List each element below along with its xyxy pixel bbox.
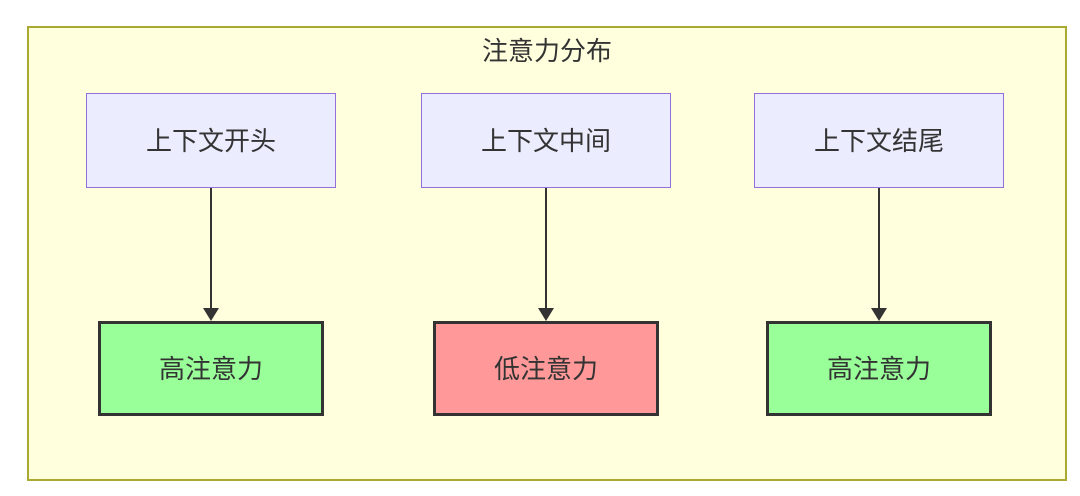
down-arrow-icon: [538, 188, 554, 321]
arrow-head: [871, 308, 887, 321]
node-context-start: 上下文开头: [86, 93, 336, 188]
arrow-head: [538, 308, 554, 321]
node-attention-result-3-label: 高注意力: [826, 353, 931, 384]
node-context-middle: 上下文中间: [421, 93, 671, 188]
arrow-line: [545, 188, 547, 308]
node-attention-result-2-label: 低注意力: [493, 353, 598, 384]
down-arrow-icon: [203, 188, 219, 321]
node-context-end-label: 上下文结尾: [813, 125, 944, 156]
node-attention-result-1-label: 高注意力: [158, 353, 263, 384]
attention-distribution-group: 注意力分布 上下文开头 高注意力 上下文中间 低注意力: [27, 26, 1067, 481]
diagram-title: 注意力分布: [481, 36, 612, 66]
arrow-line: [878, 188, 880, 308]
node-context-end: 上下文结尾: [754, 93, 1004, 188]
node-context-start-label: 上下文开头: [145, 125, 276, 156]
flow-column-context-start: 上下文开头 高注意力: [86, 93, 336, 416]
node-attention-result-1: 高注意力: [98, 321, 324, 416]
node-attention-result-2: 低注意力: [433, 321, 659, 416]
arrow-line: [210, 188, 212, 308]
down-arrow-icon: [871, 188, 887, 321]
node-context-middle-label: 上下文中间: [480, 125, 611, 156]
flow-column-context-middle: 上下文中间 低注意力: [421, 93, 671, 416]
arrow-head: [203, 308, 219, 321]
node-attention-result-3: 高注意力: [766, 321, 992, 416]
flow-column-context-end: 上下文结尾 高注意力: [754, 93, 1004, 416]
